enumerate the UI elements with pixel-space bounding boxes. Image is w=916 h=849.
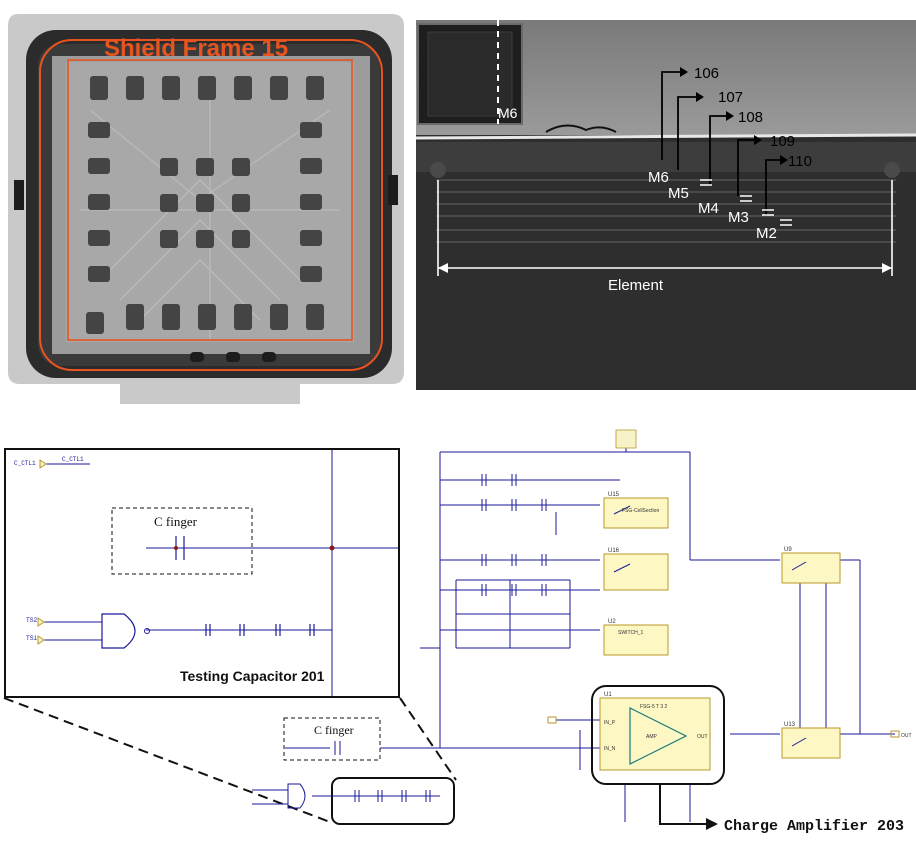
metal-m4-label: M4 bbox=[698, 200, 719, 217]
u16-label: U16 bbox=[608, 548, 620, 554]
u2-label: U2 bbox=[608, 619, 616, 625]
xray-package-image: Shield Frame 15 bbox=[0, 0, 412, 412]
c-finger-main-box bbox=[111, 507, 253, 575]
ref-109: 109 bbox=[770, 133, 795, 150]
ref-107: 107 bbox=[718, 89, 743, 106]
u13-label: U13 bbox=[784, 722, 796, 728]
u9-label: U9 bbox=[784, 547, 792, 553]
in-p-label: IN_P bbox=[604, 720, 616, 726]
u1-label: U1 bbox=[604, 692, 612, 698]
in-n-label: IN_N bbox=[604, 746, 616, 752]
amp-label: AMP bbox=[646, 734, 658, 740]
c-finger-main-label: C finger bbox=[154, 514, 197, 529]
c-finger-small-label: C finger bbox=[314, 723, 354, 737]
testing-capacitor-label: Testing Capacitor 201 bbox=[180, 668, 325, 684]
switch1-label: SWITCH_1 bbox=[618, 630, 644, 636]
cellsection-label: FSG-CellSection bbox=[622, 508, 659, 514]
shield-frame-label: Shield Frame 15 bbox=[104, 35, 288, 62]
ts1-port-label: TS1 bbox=[26, 636, 38, 642]
inset-m6-label: M6 bbox=[498, 105, 518, 121]
charge-amplifier-label: Charge Amplifier 203 bbox=[724, 818, 904, 835]
switch-u15 bbox=[603, 497, 669, 529]
switch-u13 bbox=[781, 727, 841, 759]
element-label: Element bbox=[608, 277, 664, 294]
ref-108: 108 bbox=[738, 109, 763, 126]
circuit-schematic: U15 U16 U2 U1 U9 U13 FSG-CellSection SWI… bbox=[3, 429, 912, 835]
inset-schematic bbox=[37, 450, 398, 696]
switch-u16 bbox=[603, 553, 669, 591]
ref-110: 110 bbox=[788, 153, 812, 170]
testing-capacitor-outline bbox=[331, 777, 455, 825]
out-label: OUT bbox=[697, 734, 708, 740]
c-ctl-port-label: C_CTL1 bbox=[14, 460, 36, 467]
metal-m2-label: M2 bbox=[756, 225, 777, 242]
u15-label: U15 bbox=[608, 492, 620, 498]
testing-capacitor-inset: C_CTL1 C_CTL1 C finger TS2 TS1 Testing C… bbox=[4, 448, 400, 698]
switch-u9 bbox=[781, 552, 841, 584]
metal-m6-label: M6 bbox=[648, 169, 669, 186]
metal-m5-label: M5 bbox=[668, 185, 689, 202]
out-port-label: OUT bbox=[901, 733, 912, 739]
fsg-label: FSG-5 T 3 2 bbox=[640, 704, 668, 710]
charge-amplifier-outline bbox=[591, 685, 725, 785]
metal-m3-label: M3 bbox=[728, 209, 749, 226]
ref-106: 106 bbox=[694, 65, 719, 82]
amplifier-u1 bbox=[599, 697, 711, 771]
sem-cross-section-image: M6 106 107 108 109 110 M6 M5 M4 M3 M2 El… bbox=[416, 20, 916, 390]
c-ctl-net-label: C_CTL1 bbox=[62, 456, 84, 463]
c-finger-small-outline bbox=[283, 717, 381, 761]
ts2-port-label: TS2 bbox=[26, 618, 38, 624]
switch-u2 bbox=[603, 624, 669, 656]
